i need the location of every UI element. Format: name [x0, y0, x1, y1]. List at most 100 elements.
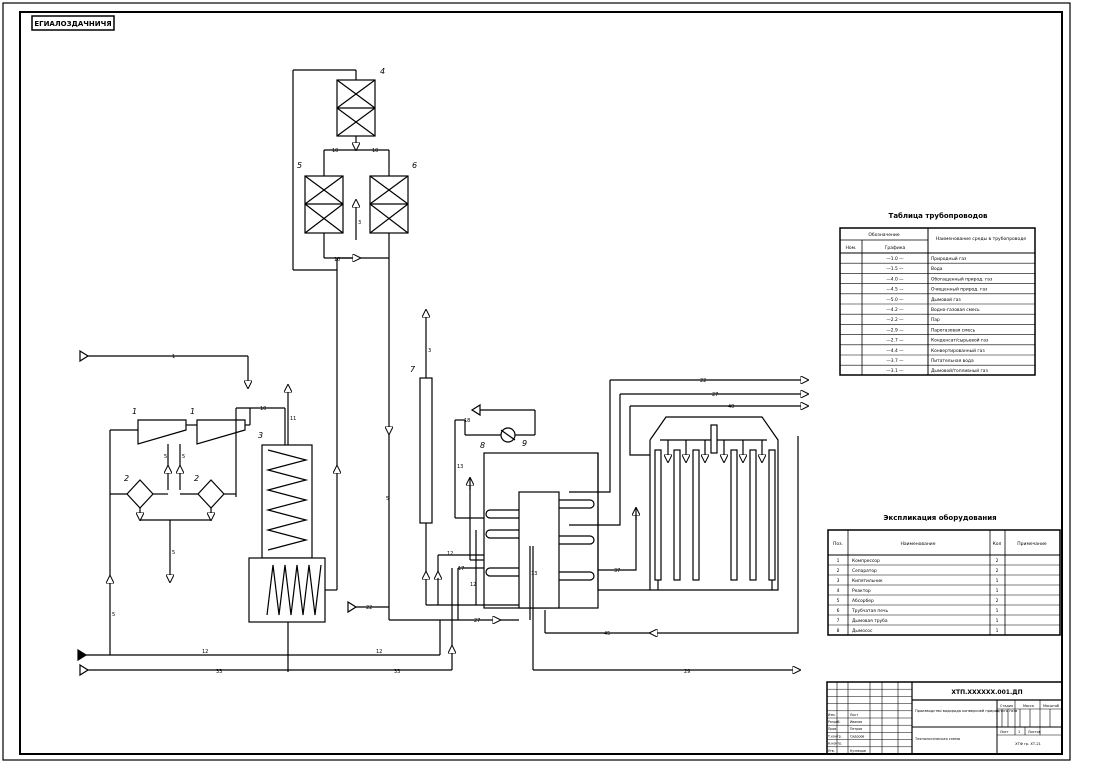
equipment-row-name: Кипятильник — [852, 578, 883, 584]
tag-fan: 9 — [522, 439, 527, 448]
equipment-header-note: Примечание — [1017, 541, 1047, 547]
tb-role: Т.контр. — [827, 734, 842, 738]
equipment-row-name: Сепаратор — [852, 568, 877, 574]
separator-a — [126, 479, 154, 509]
tb-sheet-label: Лист — [1000, 730, 1009, 734]
equipment-row-name: Абсорбер — [852, 597, 874, 604]
lbl-bottom-33-right: 33 — [394, 669, 400, 675]
pipeline-row-code: —1.5 — — [886, 266, 904, 272]
equipment-tags: 1 1 2 2 3 4 5 6 7 8 9 — [124, 67, 527, 483]
lbl-long-29: 29 — [684, 669, 690, 675]
equipment-row-pos: 7 — [837, 618, 840, 624]
equipment-row-name: Компрессор — [852, 558, 880, 564]
equipment-row-name: Дымовая труба — [852, 617, 888, 624]
tag-compressor-a: 1 — [132, 407, 137, 416]
pipeline-header-name: Наименование среды в трубопроводе — [936, 236, 1026, 242]
tb-caption-c: Масштаб — [1043, 704, 1059, 708]
lbl-furnace-in-d: 13 — [531, 571, 537, 577]
lbl-drop-a: 5 — [164, 454, 167, 460]
lbl-column-top: 3 — [428, 348, 431, 354]
lbl-column-side: 3 — [358, 220, 361, 226]
title-block — [826, 681, 1063, 755]
tb-title: Производство водорода конверсией природн… — [915, 709, 1017, 713]
lbl-ads-bottom: 10 — [334, 257, 340, 263]
equipment-row-pos: 4 — [837, 588, 840, 594]
tag-adsorber-left: 5 — [297, 161, 302, 170]
tb-person: Лист — [850, 713, 858, 717]
lbl-side-13: 13 — [457, 464, 463, 470]
pipeline-table: Таблица трубопроводов Обозначение Ном. Г… — [839, 212, 1036, 376]
pipeline-row-code: —4.5 — — [886, 287, 904, 293]
pipeline-row-name: Конвертированный газ — [931, 347, 985, 354]
tag-heat-exchanger: 3 — [258, 431, 263, 440]
tb-sheet-value: 1 — [1018, 730, 1020, 734]
inner-frame — [19, 11, 1063, 755]
equipment-row-name: Реактор — [852, 588, 871, 594]
equipment-row-qty: 1 — [996, 618, 999, 624]
separator-b — [197, 479, 225, 509]
lbl-right-27: 27 — [712, 392, 718, 398]
lbl-comp-out: 10 — [260, 406, 266, 412]
lbl-furnace-in-b: 17 — [458, 566, 464, 572]
pipeline-row-name: Дымовой газ — [931, 296, 961, 303]
lbl-right-40: 40 — [728, 404, 734, 410]
tb-person: Иванов — [850, 720, 862, 724]
equipment-row-qty: 1 — [996, 588, 999, 594]
pipeline-row-name: Природный газ — [931, 255, 967, 262]
equipment-row-qty: 2 — [996, 568, 999, 574]
tb-person: Кузнецов — [850, 749, 866, 753]
lbl-furnace-in-a: 12 — [447, 551, 453, 557]
equipment-row-qty: 2 — [996, 598, 999, 604]
equipment-row-pos: 5 — [837, 598, 840, 604]
pipeline-row-name: Водно-газовая смесь — [931, 307, 980, 313]
pipeline-row-name: Пар — [931, 317, 940, 323]
equipment-row-pos: 1 — [837, 558, 840, 564]
equipment-row-name: Дымосос — [852, 628, 873, 634]
corner-stamp: ЕГИАЛОЗДАЧНИЧЯ — [34, 20, 111, 28]
pipeline-row-name: Очищенный природ. газ — [931, 286, 988, 293]
compressor-b — [196, 419, 246, 445]
pipeline-row-name: Парогазовая смесь — [931, 327, 976, 333]
tb-caption-a: Стадия — [1000, 704, 1013, 708]
lbl-ads-top-l: 10 — [332, 148, 338, 154]
line-labels: 1 10 11 5 5 5 5 12 12 33 33 3 3 5 10 10 … — [112, 148, 734, 675]
pipeline-header-num: Ном. — [846, 245, 857, 251]
tb-designation: ХТП.ХХХХХХ.001.ДП — [951, 689, 1022, 696]
pipeline-header-graphic: Графика — [885, 245, 906, 251]
equipment-row-name: Трубчатая печь — [851, 607, 889, 614]
equipment-row-qty: 1 — [996, 578, 999, 584]
tag-adsorber-right: 6 — [412, 161, 417, 170]
equipment-table-title: Экспликация оборудования — [883, 514, 996, 522]
heat-exchanger — [248, 258, 337, 672]
pipeline-row-name: Питательная вода — [931, 358, 974, 364]
lbl-bottom-33-left: 33 — [216, 669, 222, 675]
pipeline-row-name: Дымовой/топливный газ — [931, 367, 988, 374]
equipment-row-pos: 3 — [837, 578, 840, 584]
pipeline-row-code: —4.0 — — [886, 276, 904, 282]
pipeline-row-code: —3.7 — — [886, 358, 904, 364]
outer-frame — [2, 2, 1071, 761]
lbl-down-sep: 5 — [172, 550, 175, 556]
lbl-line-22-in: 22 — [366, 605, 372, 611]
tb-scheme: Технологическая схема — [914, 737, 960, 741]
tb-role: Изм. — [828, 713, 836, 717]
equipment-row-pos: 8 — [837, 628, 840, 634]
pipeline-row-name: Обогащенный природ. газ — [931, 275, 993, 282]
tb-person: Сидоров — [850, 734, 864, 738]
lbl-up-left: 5 — [112, 612, 115, 618]
column — [347, 310, 485, 614]
tag-column: 7 — [410, 365, 416, 374]
equipment-header-name: Наименование — [901, 541, 936, 547]
tb-org: ХТФ гр. ХТ-21 — [1015, 742, 1041, 746]
lbl-line-27: 27 — [474, 618, 480, 624]
lbl-bottom-12-left: 12 — [202, 649, 208, 655]
lbl-right-22: 22 — [700, 378, 706, 384]
pipeline-row-code: —5.0 — — [886, 297, 904, 303]
lbl-furnace-in-c: 12 — [470, 582, 476, 588]
tag-furnace: 8 — [480, 441, 485, 450]
tb-role: Н.контр. — [828, 742, 842, 746]
lbl-coil-out: 37 — [614, 568, 620, 574]
equipment-header-qty: Кол — [993, 541, 1002, 547]
tb-role: Пров. — [828, 727, 837, 731]
